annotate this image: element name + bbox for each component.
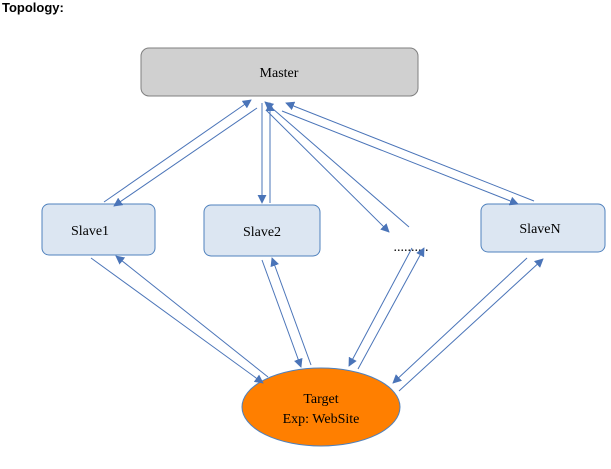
arrow-target-to-slave2 [270,257,312,366]
arrow-master-to-ellipsis [265,109,390,233]
arrow-slave1-to-master [103,99,252,203]
slave2-label: Slave2 [243,225,281,240]
slave2-node: Slave2 [203,204,321,257]
arrow-slaven-to-master [285,101,535,202]
target-subtitle: Exp: WebSite [283,412,360,427]
arrow-master-to-slaven [281,110,519,206]
page-title: Topology: [2,0,64,15]
arrow-target-to-ellipsis [357,247,425,370]
arrow-target-to-slave1 [115,255,269,378]
slaven-node: SlaveN [480,203,606,253]
arrow-slave1-to-target [90,257,264,384]
target-node: Target Exp: WebSite [241,367,401,447]
target-label: Target [303,392,338,407]
arrow-slave2-to-target [261,259,303,368]
slave1-label: Slave1 [71,224,109,239]
slave1-node: Slave1 [41,203,156,256]
master-node: Master [140,47,419,97]
arrow-ellipsis-to-master [264,101,410,228]
master-label: Master [260,66,299,81]
slaven-label: SlaveN [519,222,560,237]
arrow-ellipsis-to-target [348,247,413,367]
arrow-master-to-slave1 [113,107,258,207]
more-slaves-ellipsis: .......... [394,240,429,255]
arrow-slaven-to-target [392,257,528,384]
arrow-target-to-slaven [398,258,544,392]
